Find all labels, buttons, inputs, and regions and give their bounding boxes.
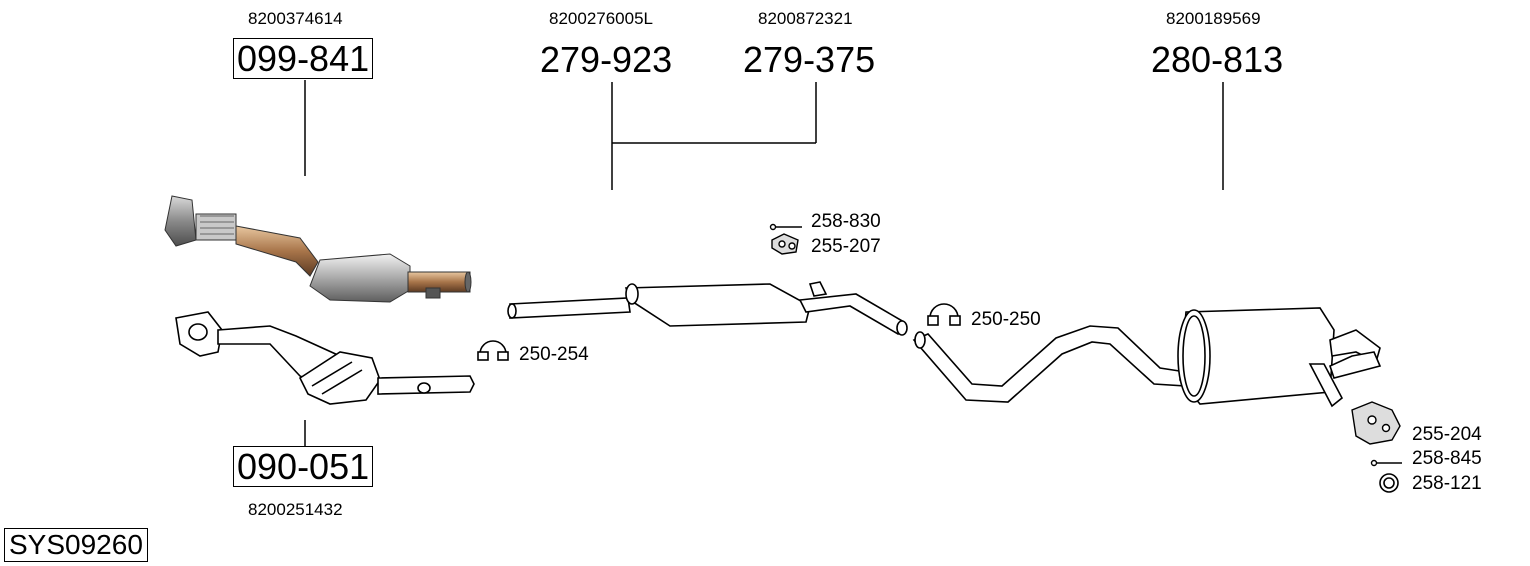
oem-number-center-b: 8200872321 — [758, 9, 853, 28]
accessory-258-830[interactable]: 258-830 — [811, 211, 881, 232]
part-number-090-051[interactable]: 090-051 — [233, 446, 374, 487]
bolt-258-845-icon — [1370, 459, 1402, 467]
center-muffler-part — [507, 281, 908, 336]
accessory-250-250[interactable]: 250-250 — [971, 309, 1041, 330]
system-code: SYS09260 — [4, 528, 148, 563]
oem-number-center-a: 8200276005L — [549, 9, 654, 28]
accessory-258-121[interactable]: 258-121 — [1412, 473, 1482, 494]
mount-255-207-icon — [771, 233, 799, 255]
oem-number-lower-cat: 8200251432 — [248, 500, 343, 519]
accessory-258-845[interactable]: 258-845 — [1412, 448, 1482, 469]
bolt-258-830-icon — [769, 223, 802, 231]
front-catalyst-part — [164, 195, 472, 303]
part-number-099-841[interactable]: 099-841 — [233, 38, 374, 79]
accessory-255-207[interactable]: 255-207 — [811, 236, 881, 257]
part-number-279-375[interactable]: 279-375 — [743, 39, 876, 80]
mount-255-204-icon — [1351, 401, 1401, 445]
accessory-255-204[interactable]: 255-204 — [1412, 424, 1482, 445]
ring-258-121-icon — [1379, 473, 1399, 493]
oem-number-front-cat: 8200374614 — [248, 9, 343, 28]
clamp-250-254-icon — [477, 340, 509, 361]
part-number-279-923[interactable]: 279-923 — [540, 39, 673, 80]
part-number-280-813[interactable]: 280-813 — [1151, 39, 1284, 80]
oem-number-rear: 8200189569 — [1166, 9, 1261, 28]
accessory-250-254[interactable]: 250-254 — [519, 344, 589, 365]
rear-muffler-part — [912, 307, 1382, 408]
lower-catalyst-part — [175, 311, 475, 405]
leader-lines — [304, 80, 1224, 446]
clamp-250-250-icon — [927, 303, 961, 326]
